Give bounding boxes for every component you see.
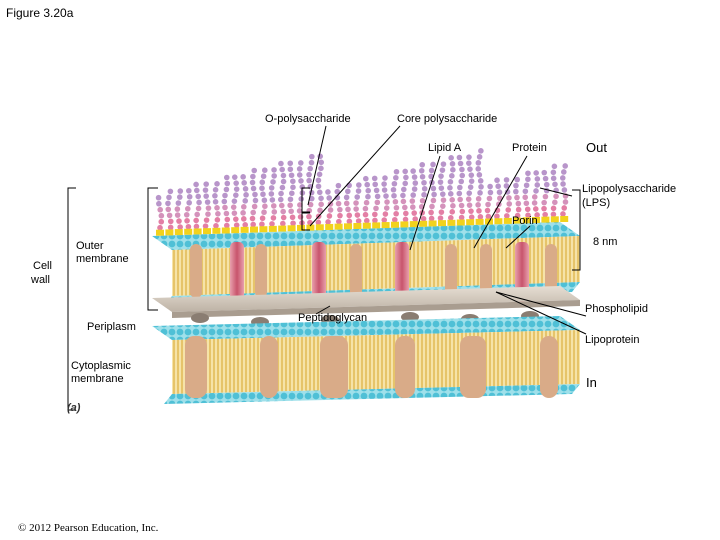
lps-chain <box>484 183 494 225</box>
lps-chain <box>418 161 428 227</box>
lps-chain <box>503 177 513 224</box>
porin-proteins <box>190 242 557 302</box>
label-peptidoglycan: Peptidoglycan <box>298 312 368 324</box>
panel-label: (a) <box>67 402 81 414</box>
cyto-protein <box>185 336 207 398</box>
lps-chain <box>165 188 174 236</box>
periplasm-blob <box>191 313 209 323</box>
lps-chain <box>212 181 221 234</box>
lps-chain <box>334 182 343 230</box>
copyright: © 2012 Pearson Education, Inc. <box>18 522 159 534</box>
outer-protein <box>190 244 202 298</box>
lps-chains <box>155 148 569 236</box>
lps-chain <box>268 167 278 232</box>
outer-protein <box>545 244 557 298</box>
label-in: In <box>586 375 597 390</box>
lps-chain <box>447 155 456 226</box>
label-membrane: membrane <box>76 253 129 265</box>
label-lps-2: (LPS) <box>582 197 611 209</box>
lps-chain <box>465 154 475 226</box>
lps-chain <box>249 167 259 233</box>
lps-chain <box>400 168 409 228</box>
label-cell: Cell <box>33 260 52 272</box>
porin <box>395 242 409 302</box>
label-cyto-membrane: membrane <box>71 373 124 385</box>
lps-chain <box>409 168 419 228</box>
lps-chain <box>475 148 484 225</box>
label-protein: Protein <box>512 142 547 154</box>
label-wall: wall <box>31 274 50 286</box>
lps-chain <box>550 163 559 223</box>
outer-protein <box>480 244 492 298</box>
lps-chain <box>287 160 296 232</box>
porin <box>515 242 529 302</box>
lps-chain <box>522 170 531 224</box>
label-out: Out <box>586 140 607 155</box>
lps-chain <box>325 189 334 230</box>
lps-chain <box>202 181 212 235</box>
cyto-protein <box>395 336 415 398</box>
cytoplasmic-membrane <box>152 316 580 404</box>
lps-chain <box>559 163 569 222</box>
lps-chain <box>428 161 437 227</box>
lps-chain <box>174 188 184 236</box>
label-outer: Outer <box>76 240 104 252</box>
label-lipoprotein: Lipoprotein <box>585 334 640 346</box>
label-core-polysaccharide: Core polysaccharide <box>397 113 498 125</box>
lps-chain <box>513 176 522 224</box>
lps-chain <box>390 168 400 228</box>
lps-chain <box>221 174 231 234</box>
label-nm: 8 nm <box>593 236 618 248</box>
lps-chain <box>343 182 353 230</box>
brackets <box>67 187 581 411</box>
lps-chain <box>240 174 249 233</box>
outer-protein <box>350 244 362 298</box>
label-porin: Porin <box>512 215 538 227</box>
outer-protein <box>445 244 457 298</box>
lps-chain <box>230 174 240 234</box>
lps-chain <box>306 153 315 231</box>
label-lps-1: Lipopolysaccharide <box>582 183 677 195</box>
label-cytoplasmic: Cytoplasmic <box>71 360 131 372</box>
outer-protein <box>255 244 267 298</box>
outer-membrane-bracket <box>147 187 158 311</box>
lps-o-bracket <box>301 187 310 213</box>
lps-chain <box>531 170 541 223</box>
porin <box>312 242 326 302</box>
cyto-protein <box>460 336 486 398</box>
lps-chain <box>371 175 381 229</box>
membrane-proteins <box>185 336 558 398</box>
nm-bracket <box>572 189 581 271</box>
label-phospholipid: Phospholipid <box>585 303 648 315</box>
leader-lines <box>307 125 587 335</box>
porin <box>230 242 244 302</box>
lps-chain <box>193 181 202 235</box>
lps-chain <box>456 154 466 226</box>
lps-core-bracket <box>301 212 310 231</box>
lps-chain <box>437 161 447 227</box>
label-o-polysaccharide: O-polysaccharide <box>265 113 351 125</box>
lps-chain <box>296 160 306 231</box>
label-periplasm: Periplasm <box>87 321 136 333</box>
lps-chain <box>494 177 503 225</box>
periplasm-blob <box>401 312 419 322</box>
cyto-protein <box>540 336 558 398</box>
lps-chain <box>259 167 268 233</box>
lps-chain <box>541 169 550 223</box>
lps-chain <box>183 187 193 235</box>
label-lipid-a: Lipid A <box>428 142 462 154</box>
lps-chain <box>353 182 362 230</box>
figure-title: Figure 3.20a <box>6 6 74 20</box>
lps-chain <box>381 175 390 229</box>
cyto-protein <box>260 336 278 398</box>
cell-wall-bracket <box>67 187 76 411</box>
lps-chain <box>277 160 287 232</box>
lps-chain <box>155 194 165 236</box>
cyto-protein <box>320 336 348 398</box>
lps-chain <box>362 175 372 229</box>
peptidoglycan-layer <box>152 286 580 318</box>
